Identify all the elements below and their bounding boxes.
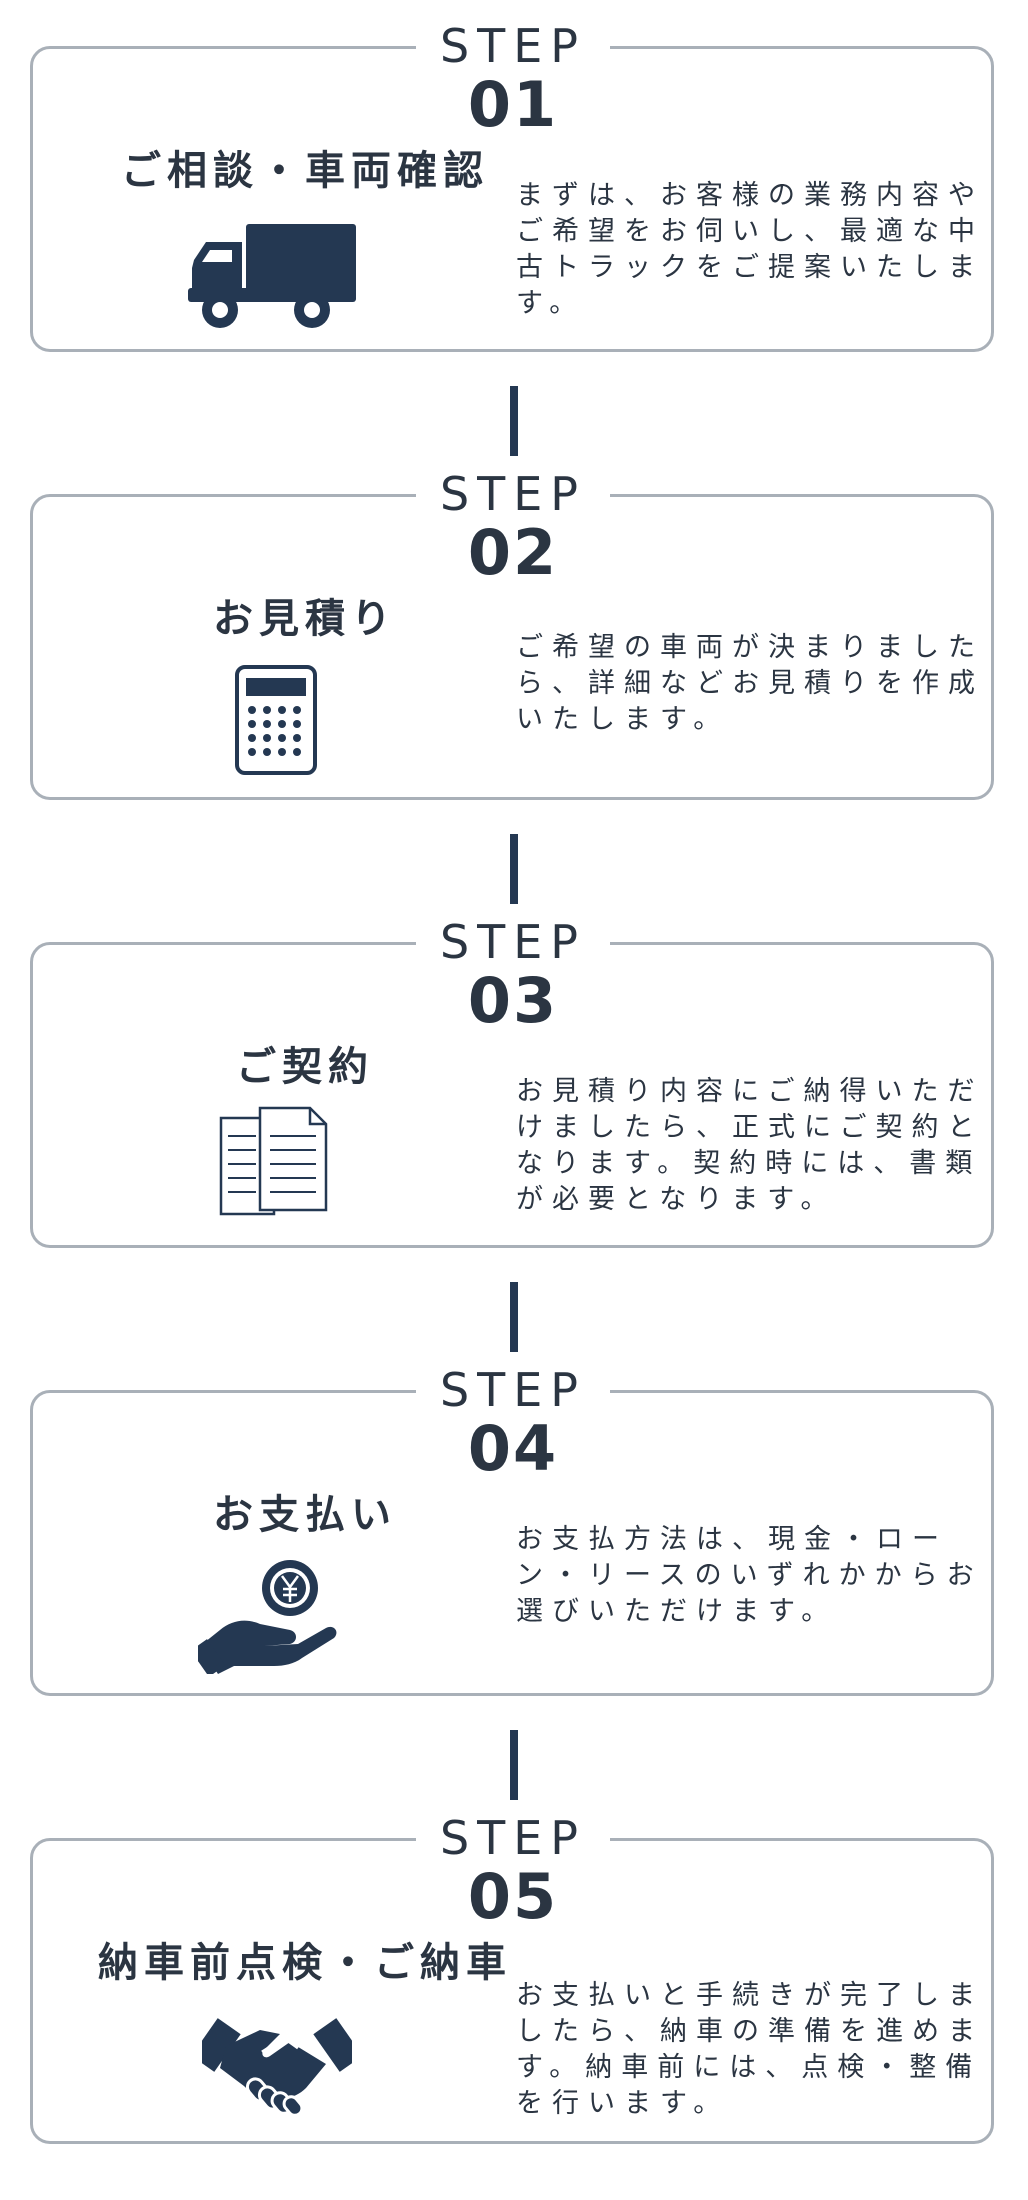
- step-description: お支払いと手続きが完了しましたら、納車の準備を進めます。納車前には、点検・整備を…: [516, 1980, 984, 2119]
- step-connector: [510, 386, 518, 456]
- step-label: STEP: [439, 1363, 587, 1417]
- step-01: STEP 01 ご相談・車両確認 まずは、お客様の業務内容やご希望をお伺いし、最…: [30, 0, 998, 352]
- step-label: STEP: [439, 1811, 587, 1865]
- step-number: 05: [467, 1860, 559, 1933]
- step-label: STEP: [439, 19, 587, 73]
- step-description: お見積り内容にご納得いただけましたら、正式にご契約となります。契約時には、書類が…: [516, 1076, 984, 1215]
- step-03: STEP 03 ご契約 お見積り内容にご納得いただけましたら、正式にご契約となり…: [30, 896, 998, 1248]
- step-card: [30, 942, 994, 1248]
- step-title: ご契約: [236, 1044, 374, 1090]
- step-02: STEP 02 お見積り ご希望の車両が決まりましたら、詳細などお見積りを作成い…: [30, 448, 998, 800]
- step-number: 02: [467, 516, 559, 589]
- step-connector: [510, 834, 518, 904]
- yen-coin-hand-icon: [198, 1560, 337, 1674]
- step-number: 04: [467, 1412, 559, 1485]
- step-connector: [510, 1282, 518, 1352]
- step-label: STEP: [439, 467, 587, 521]
- step-number: 03: [467, 964, 559, 1037]
- step-card: [30, 1390, 994, 1696]
- step-number: 01: [467, 68, 559, 141]
- step-card: [30, 1838, 994, 2144]
- truck-icon: [188, 224, 356, 328]
- step-title: 納車前点検・ご納車: [98, 1940, 512, 1986]
- calculator-icon: [235, 665, 317, 775]
- documents-icon: [219, 1106, 328, 1216]
- step-title: お支払い: [213, 1492, 397, 1538]
- step-04: STEP 04 お支払い お支払方法は、現金・ローン・リースのいずれかからお選び…: [30, 1344, 998, 1696]
- step-title: ご相談・車両確認: [121, 148, 489, 194]
- step-title: お見積り: [213, 596, 397, 642]
- step-label: STEP: [439, 915, 587, 969]
- step-connector: [510, 1730, 518, 1800]
- step-description: ご希望の車両が決まりましたら、詳細などお見積りを作成いたします。: [516, 632, 984, 735]
- step-05: STEP 05 納車前点検・ご納車 お支払いと手続きが完了しましたら、納車の準備…: [30, 1792, 998, 2144]
- handshake-icon: [202, 2018, 352, 2117]
- step-description: まずは、お客様の業務内容やご希望をお伺いし、最適な中古トラックをご提案いたします…: [516, 180, 984, 319]
- step-description: お支払方法は、現金・ローン・リースのいずれかからお選びいただけます。: [516, 1524, 983, 1627]
